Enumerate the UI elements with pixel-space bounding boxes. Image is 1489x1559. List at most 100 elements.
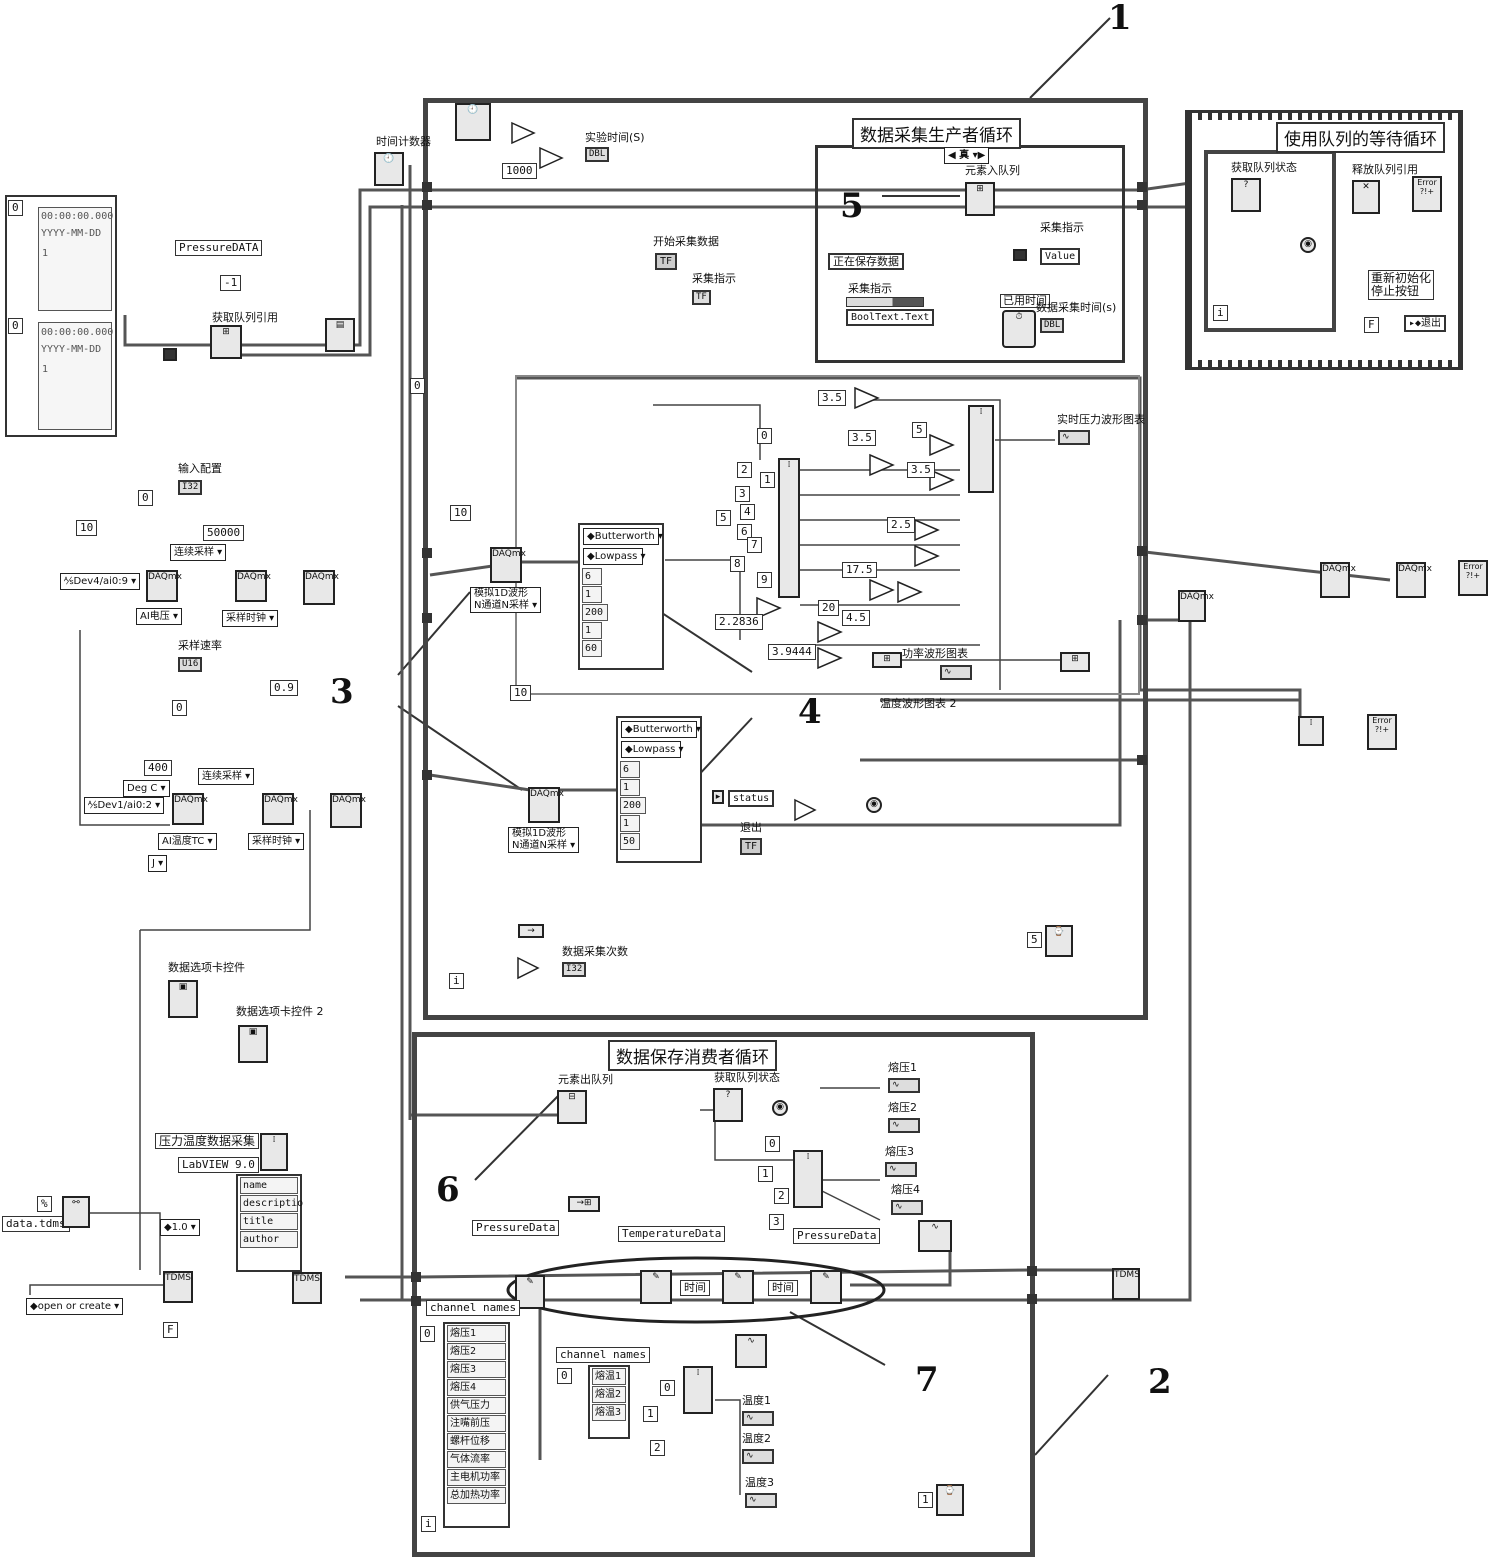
filter-a-mode[interactable]: ◆Lowpass ▾ <box>583 548 646 565</box>
channel-name-cell[interactable]: 熔压4 <box>447 1379 506 1396</box>
filter-a-val[interactable]: 200 <box>582 604 608 621</box>
shift-zero-const[interactable]: 0 <box>410 378 425 394</box>
channel-name-cell[interactable]: 注嘴前压 <box>447 1415 506 1432</box>
filter-b-val[interactable]: 1 <box>620 815 640 832</box>
build-waveform-node-2[interactable]: ∿ <box>735 1334 767 1368</box>
read-mode-a[interactable]: 模拟1D波形 N通道N采样 ▾ <box>470 587 542 613</box>
temp-name-cell[interactable]: 熔温3 <box>592 1404 626 1421</box>
build-waveform-node[interactable]: ∿ <box>918 1220 952 1252</box>
index-array-node[interactable]: ⁞ <box>778 458 800 598</box>
value-property[interactable]: Value <box>1040 248 1081 265</box>
shift-register-node[interactable]: → <box>518 924 544 938</box>
booltext-property[interactable]: BoolText.Text <box>846 309 935 326</box>
mul-const[interactable]: 3.5 <box>818 390 846 406</box>
temp-array-index[interactable]: 0 <box>557 1368 572 1384</box>
filter-b-val[interactable]: 200 <box>620 797 646 814</box>
minus-one-const[interactable]: -1 <box>220 275 242 291</box>
wait-stop-terminal[interactable]: ◉ <box>1300 237 1316 253</box>
enqueue-node[interactable]: ⊞ <box>965 182 995 216</box>
time-const-1[interactable]: 时间 <box>680 1280 710 1296</box>
file-path-const[interactable]: data.tdms <box>2 1216 70 1232</box>
prop-cell[interactable]: author <box>240 1231 298 1248</box>
bool-const-t2[interactable] <box>1013 249 1027 261</box>
index-const[interactable]: 5 <box>716 510 731 526</box>
daqmx-start-a[interactable]: DAQmx <box>303 570 339 605</box>
daqmx-read-a[interactable]: DAQmx <box>490 547 526 583</box>
filter-a-type[interactable]: ◆Butterworth ▾ <box>583 528 663 545</box>
daqmx-clear-a[interactable]: DAQmx <box>1320 562 1356 598</box>
filter-a-val[interactable]: 60 <box>582 640 602 657</box>
mul-const[interactable]: 4.5 <box>842 610 870 626</box>
continuous-sampling-a[interactable]: 连续采样 ▾ <box>170 544 227 561</box>
tdms-set-props-node[interactable]: TDMS <box>292 1272 322 1304</box>
filter-b-cluster[interactable]: ◆Butterworth ▾ ◆Lowpass ▾ 6 1 200 1 50 <box>616 716 702 863</box>
daqmx-timing-a[interactable]: DAQmx <box>235 570 271 602</box>
release-queue-node[interactable]: ✕ <box>1352 180 1380 214</box>
const-50000[interactable]: 50000 <box>203 525 245 541</box>
filter-b-mode[interactable]: ◆Lowpass ▾ <box>621 741 684 758</box>
stop-terminal[interactable]: ◉ <box>866 797 882 813</box>
dev1-channel[interactable]: ⅍Dev1/ai0:2 ▾ <box>84 797 165 814</box>
filter-a-val[interactable]: 1 <box>582 586 602 603</box>
tdms-write-4[interactable]: ✎ <box>810 1270 842 1304</box>
temp-index-const[interactable]: 1 <box>643 1406 658 1422</box>
temp-name-cell[interactable]: 熔温1 <box>592 1368 626 1385</box>
channel-name-cell[interactable]: 供气压力 <box>447 1397 506 1414</box>
channel-name-cell[interactable]: 熔压1 <box>447 1325 506 1342</box>
prop-cell[interactable]: title <box>240 1213 298 1230</box>
index-const[interactable]: 3 <box>735 486 750 502</box>
const-ten-a[interactable]: 10 <box>76 520 98 536</box>
open-mode-ring[interactable]: ◆open or create ▾ <box>26 1298 124 1315</box>
index-const[interactable]: 8 <box>730 556 745 572</box>
const-ten-2[interactable]: 10 <box>510 685 532 701</box>
temp-names-array[interactable]: 熔温1 熔温2 熔温3 <box>588 1365 630 1439</box>
filter-a-val[interactable]: 1 <box>582 622 602 639</box>
mul-const[interactable]: 2.5 <box>887 517 915 533</box>
ts-index-1[interactable]: 0 <box>8 200 23 216</box>
tdms-title-const[interactable]: 压力温度数据采集 <box>155 1133 260 1149</box>
tdms-open-node[interactable]: TDMS <box>163 1271 193 1303</box>
const-09[interactable]: 0.9 <box>270 680 298 696</box>
exit-control[interactable]: TF <box>740 838 763 855</box>
tick-count-clock[interactable]: 🕘 <box>455 103 491 141</box>
mul-const[interactable]: 17.5 <box>842 562 877 578</box>
temp-index-const[interactable]: 0 <box>660 1380 675 1396</box>
tdms-write-3[interactable]: ✎ <box>722 1270 754 1304</box>
daqmx-create-channel-b[interactable]: DAQmx <box>172 793 208 825</box>
tc-type[interactable]: J ▾ <box>148 855 168 872</box>
index-const[interactable]: 2 <box>737 462 752 478</box>
channel-array-index[interactable]: 0 <box>420 1326 435 1342</box>
time-counter-node[interactable]: 🕘 <box>374 152 404 186</box>
temp-index-const[interactable]: 2 <box>650 1440 665 1456</box>
const-39444[interactable]: 3.9444 <box>768 644 816 660</box>
filter-b-val[interactable]: 50 <box>620 833 640 850</box>
index-const[interactable]: 9 <box>757 572 772 588</box>
filter-a-val[interactable]: 6 <box>582 568 602 585</box>
tdms-f-const[interactable]: F <box>163 1322 178 1338</box>
channel-name-cell[interactable]: 熔压2 <box>447 1343 506 1360</box>
sample-rate-control[interactable]: U16 <box>178 657 203 672</box>
obtain-queue-node[interactable]: ⊞ <box>210 325 242 359</box>
merge-node[interactable]: ⊞ <box>1060 652 1090 672</box>
pressure-data-group[interactable]: PressureData <box>472 1220 560 1236</box>
consumer-wait-const[interactable]: 1 <box>918 1492 933 1508</box>
deg-c-units[interactable]: Deg C ▾ <box>123 780 170 797</box>
build-path-node[interactable]: ⚯ <box>62 1196 90 1228</box>
daqmx-create-channel-a[interactable]: DAQmx <box>146 570 182 602</box>
tdms-write-2[interactable]: ✎ <box>640 1270 672 1304</box>
index-const[interactable]: 6 <box>737 524 752 540</box>
continuous-sampling-b[interactable]: 连续采样 ▾ <box>198 768 255 785</box>
daqmx-stop-a[interactable]: DAQmx <box>1178 590 1214 622</box>
elapsed-time-node[interactable]: ⏱ <box>1002 310 1036 348</box>
labview-version-const[interactable]: LabVIEW 9.0 <box>178 1157 259 1173</box>
consumer-index-const[interactable]: 3 <box>769 1214 784 1230</box>
const-400[interactable]: 400 <box>144 760 172 776</box>
pressure-data-const[interactable]: PressureDATA <box>175 240 263 256</box>
temp-name-cell[interactable]: 熔温2 <box>592 1386 626 1403</box>
channel-name-cell[interactable]: 熔压3 <box>447 1361 506 1378</box>
const-1000[interactable]: 1000 <box>502 163 537 179</box>
mul-const[interactable]: 5 <box>912 422 927 438</box>
read-mode-b[interactable]: 模拟1D波形 N通道N采样 ▾ <box>508 827 580 853</box>
channel-names-array[interactable]: 熔压1 熔压2 熔压3 熔压4 供气压力 注嘴前压 螺杆位移 气体流率 主电机功… <box>443 1322 510 1528</box>
prop-cell[interactable]: name <box>240 1177 298 1194</box>
